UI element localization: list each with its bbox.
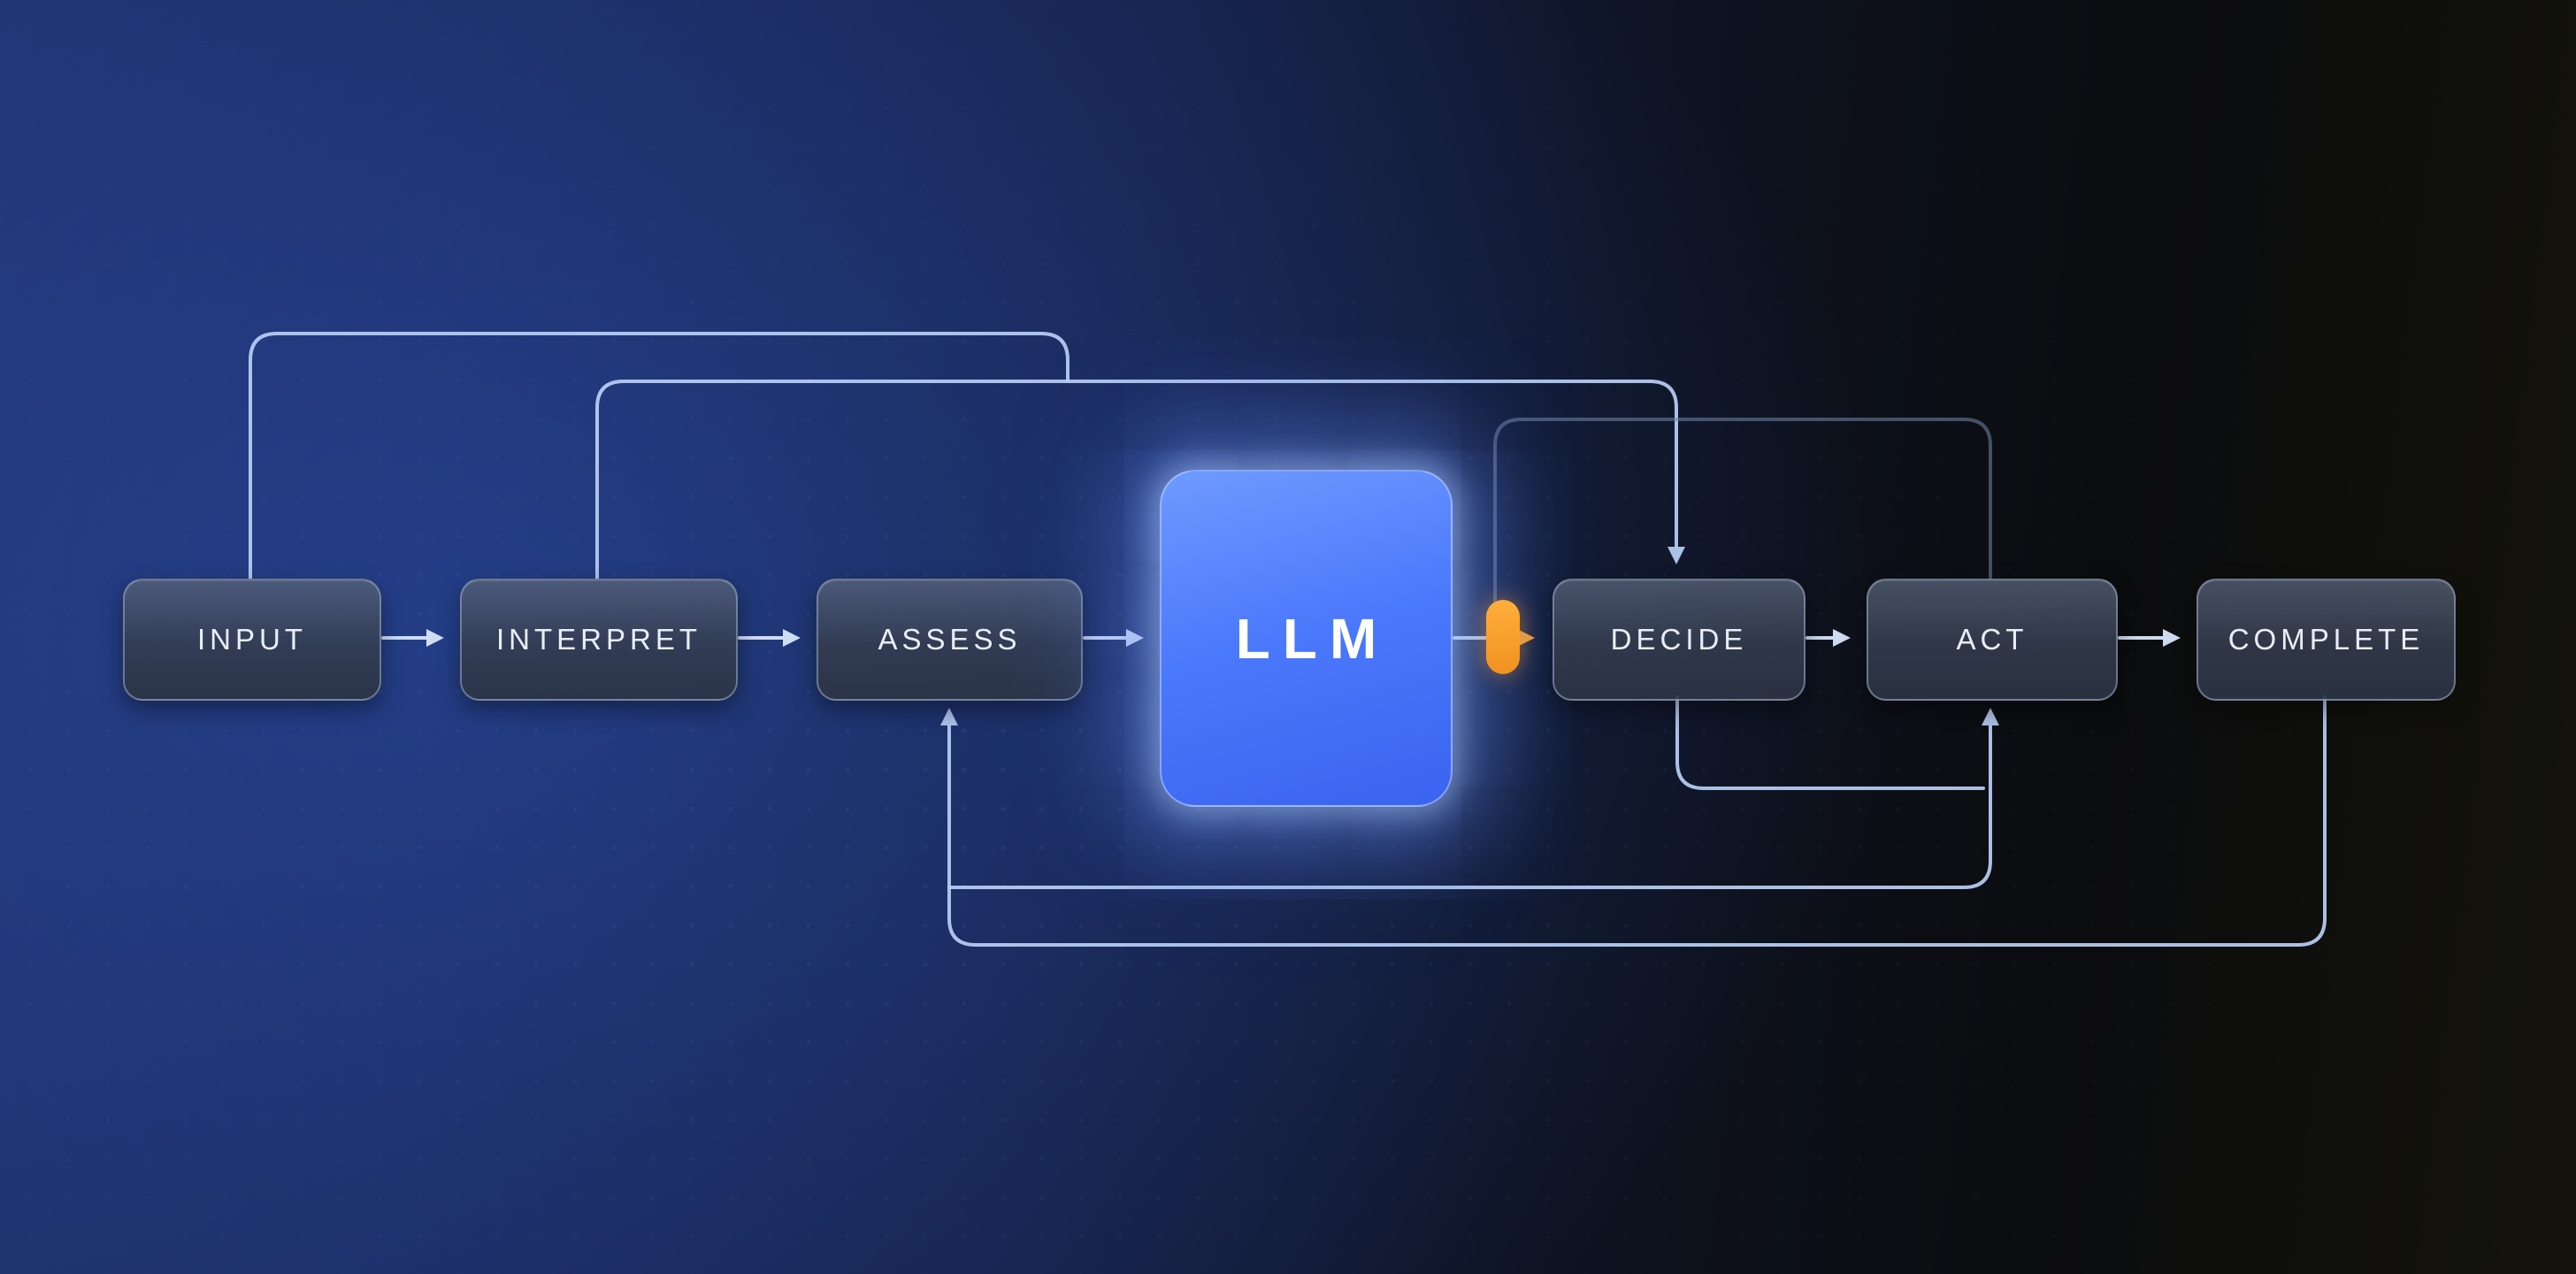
node-llm-label: LLM — [1235, 606, 1390, 671]
node-decide-label: DECIDE — [1610, 623, 1748, 656]
node-interpret: INTERPRET — [460, 579, 738, 701]
loop-act-bottom-return — [947, 708, 1999, 889]
node-interpret-label: INTERPRET — [495, 623, 702, 656]
node-decide: DECIDE — [1552, 579, 1806, 701]
node-input: INPUT — [123, 579, 381, 701]
loop-input-top — [249, 332, 1070, 580]
node-assess-label: ASSESS — [878, 623, 1022, 656]
loop-interpret-to-decide — [595, 380, 1685, 580]
node-act-label: ACT — [1956, 623, 2028, 656]
loop-complete-to-assess — [940, 695, 2327, 947]
node-act: ACT — [1867, 579, 2118, 701]
node-input-label: INPUT — [197, 623, 307, 656]
loop-llm-output-top-right — [1493, 418, 1992, 632]
node-assess: ASSESS — [816, 579, 1083, 701]
node-llm: LLM — [1160, 470, 1453, 807]
loop-decide-to-act — [1675, 695, 1985, 790]
node-complete-label: COMPLETE — [2227, 623, 2425, 656]
node-complete: COMPLETE — [2196, 579, 2456, 701]
orange-gate-pill — [1486, 600, 1520, 674]
